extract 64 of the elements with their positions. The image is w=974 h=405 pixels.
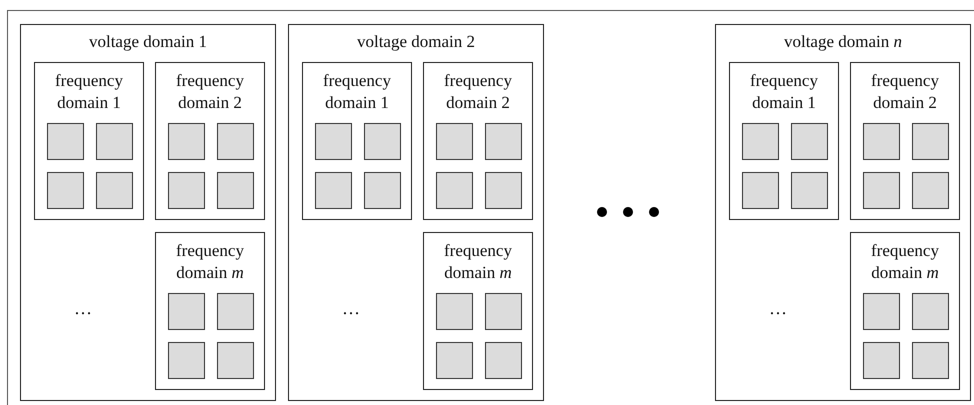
- square-block: [364, 123, 401, 160]
- ellipsis-text: …: [342, 298, 360, 318]
- domain-label: frequency domain m: [870, 240, 940, 284]
- square-block: [47, 123, 84, 160]
- frequency-domain-box: [423, 232, 533, 390]
- square-block: [315, 172, 352, 209]
- ellipsis-text: …: [769, 298, 787, 318]
- domain-label: frequency domain 1: [749, 70, 819, 114]
- square-block: [485, 123, 522, 160]
- square-block: [791, 123, 828, 160]
- frequency-domain-box: [850, 232, 960, 390]
- domain-label: frequency domain m: [443, 240, 513, 284]
- square-block: [912, 293, 949, 330]
- square-block: [742, 172, 779, 209]
- square-block: [364, 172, 401, 209]
- square-block: [863, 342, 900, 379]
- square-block: [912, 123, 949, 160]
- domain-label: frequency domain 2: [870, 70, 940, 114]
- domain-label: voltage domain n: [782, 31, 904, 53]
- square-block: [863, 293, 900, 330]
- square-block: [436, 293, 473, 330]
- square-block: [912, 172, 949, 209]
- domain-label: frequency domain 1: [322, 70, 392, 114]
- square-block: [315, 123, 352, 160]
- ellipsis-text: …: [74, 298, 92, 318]
- square-block: [912, 342, 949, 379]
- square-block: [436, 123, 473, 160]
- square-block: [96, 123, 133, 160]
- square-block: [96, 172, 133, 209]
- domain-label: frequency domain 2: [443, 70, 513, 114]
- square-block: [436, 342, 473, 379]
- square-block: [168, 293, 205, 330]
- voltage-domain-box: [288, 24, 544, 401]
- square-block: [217, 123, 254, 160]
- square-block: [47, 172, 84, 209]
- outer-frame: [7, 10, 974, 405]
- frequency-domain-box: [850, 62, 960, 220]
- square-block: [168, 172, 205, 209]
- domain-label: frequency domain 2: [175, 70, 245, 114]
- frequency-domain-box: [729, 62, 839, 220]
- square-block: [742, 123, 779, 160]
- voltage-domain-box: [715, 24, 971, 401]
- square-block: [168, 123, 205, 160]
- domain-label: frequency domain m: [175, 240, 245, 284]
- square-block: [485, 172, 522, 209]
- square-block: [485, 293, 522, 330]
- frequency-domain-box: [34, 62, 144, 220]
- square-block: [168, 342, 205, 379]
- square-block: [791, 172, 828, 209]
- domain-label: voltage domain 1: [88, 31, 208, 53]
- domain-label: voltage domain 2: [356, 31, 476, 53]
- square-block: [217, 293, 254, 330]
- frequency-domain-box: [423, 62, 533, 220]
- domain-label: frequency domain 1: [54, 70, 124, 114]
- frequency-domain-box: [155, 62, 265, 220]
- square-block: [436, 172, 473, 209]
- frequency-domain-box: [302, 62, 412, 220]
- square-block: [863, 123, 900, 160]
- square-block: [863, 172, 900, 209]
- voltage-domain-box: [20, 24, 276, 401]
- square-block: [217, 342, 254, 379]
- frequency-domain-box: [155, 232, 265, 390]
- square-block: [217, 172, 254, 209]
- square-block: [485, 342, 522, 379]
